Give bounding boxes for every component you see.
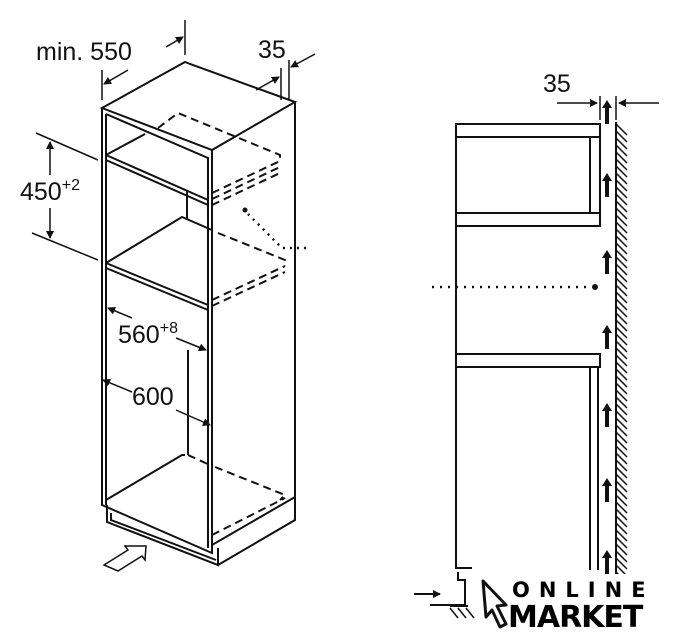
gap-dimension-label: 35 bbox=[258, 36, 286, 64]
niche-height-label: 450+2 bbox=[20, 177, 80, 206]
wall-hatch-line bbox=[615, 473, 628, 486]
wall-hatch-line bbox=[615, 228, 628, 241]
wall-hatch-line bbox=[615, 179, 628, 192]
wall-hatch-line bbox=[615, 144, 628, 157]
wall-hatch-line bbox=[615, 123, 628, 136]
airflow-arrows bbox=[602, 100, 612, 574]
wall-hatch-line bbox=[615, 508, 628, 521]
niche-width-value: 560 bbox=[118, 321, 160, 349]
wall-hatch-line bbox=[615, 501, 628, 514]
cabinet-side-section bbox=[414, 96, 659, 620]
wall-hatch-line bbox=[615, 487, 628, 500]
wall-hatch-line bbox=[615, 494, 628, 507]
niche-height-tolerance: +2 bbox=[62, 177, 80, 194]
logo-line2: MARKET bbox=[508, 600, 644, 635]
wall-hatch-line bbox=[615, 480, 628, 493]
wall-hatch-line bbox=[615, 256, 628, 269]
wall-hatch-line bbox=[615, 151, 628, 164]
wall-hatch-line bbox=[615, 354, 628, 367]
wall-hatch-line bbox=[615, 522, 628, 535]
cursor-icon bbox=[481, 579, 508, 629]
niche-width-label: 560+8 bbox=[118, 320, 178, 349]
airflow-up-arrow-icon bbox=[602, 100, 612, 124]
wall-hatch-line bbox=[615, 200, 628, 213]
airflow-up-arrow-icon bbox=[602, 550, 612, 574]
airflow-up-arrow-icon bbox=[602, 325, 612, 349]
airflow-up-arrow-icon bbox=[602, 250, 612, 274]
wall-hatch-line bbox=[615, 305, 628, 318]
logo-line1: ONLINE bbox=[512, 578, 655, 602]
wall-hatch-line bbox=[615, 298, 628, 311]
wall-hatch-line bbox=[615, 186, 628, 199]
wall-hatch-line bbox=[615, 438, 628, 451]
wall-hatch-line bbox=[615, 158, 628, 171]
depth-dimension-label: min. 550 bbox=[36, 38, 132, 66]
wall-hatch-line bbox=[615, 445, 628, 458]
wall-hatch-line bbox=[615, 389, 628, 402]
wall-hatch-line bbox=[615, 249, 628, 262]
wall-hatch-line bbox=[615, 165, 628, 178]
airflow-up-arrow-icon bbox=[602, 403, 612, 427]
wall-hatch-line bbox=[615, 340, 628, 353]
wall-hatch-line bbox=[615, 284, 628, 297]
wall-hatch-line bbox=[615, 543, 628, 556]
niche-width-tolerance: +8 bbox=[160, 320, 178, 337]
wall-hatch-line bbox=[615, 529, 628, 542]
wall-hatch-line bbox=[615, 214, 628, 227]
wall-hatch-line bbox=[615, 431, 628, 444]
wall-hatch-line bbox=[615, 452, 628, 465]
air-inlet-arrow bbox=[102, 545, 147, 572]
online-market-logo: ONLINE MARKET bbox=[478, 574, 655, 640]
wall-hatch-line bbox=[615, 137, 628, 150]
wall-hatch-line bbox=[615, 270, 628, 283]
wall-hatch-line bbox=[615, 263, 628, 276]
wall-hatch-line bbox=[615, 326, 628, 339]
airflow-up-arrow-icon bbox=[602, 478, 612, 502]
wall-hatch-line bbox=[615, 396, 628, 409]
wall-hatch-line bbox=[615, 207, 628, 220]
wall-hatch-line bbox=[615, 333, 628, 346]
wall-hatch-line bbox=[615, 466, 628, 479]
wall-hatch-line bbox=[615, 536, 628, 549]
wall-hatch-line bbox=[615, 382, 628, 395]
wall-hatch-line bbox=[615, 515, 628, 528]
wall-hatch-line bbox=[615, 368, 628, 381]
wall-hatch-line bbox=[615, 130, 628, 143]
wall-hatch-line bbox=[615, 459, 628, 472]
cabinet-isometric bbox=[31, 20, 316, 572]
side-gap-label: 35 bbox=[543, 70, 571, 98]
wall-hatch-line bbox=[615, 417, 628, 430]
wall-hatch-line bbox=[615, 550, 628, 563]
wall-hatch-line bbox=[615, 242, 628, 255]
wall-hatch-line bbox=[615, 410, 628, 423]
wall-hatch-line bbox=[615, 312, 628, 325]
wall-hatch-line bbox=[615, 347, 628, 360]
wall-hatch-line bbox=[615, 172, 628, 185]
wall-hatch-line bbox=[615, 193, 628, 206]
wall-hatch-line bbox=[615, 403, 628, 416]
wall-hatch-line bbox=[615, 235, 628, 248]
wall-hatch-line bbox=[615, 361, 628, 374]
niche-height-value: 450 bbox=[20, 178, 62, 206]
wall-hatch-line bbox=[615, 221, 628, 234]
wall-hatch-line bbox=[615, 375, 628, 388]
wall-hatch-line bbox=[615, 424, 628, 437]
airflow-up-arrow-icon bbox=[602, 173, 612, 197]
wall-hatch-line bbox=[615, 319, 628, 332]
wall-hatch-line bbox=[615, 291, 628, 304]
wall-hatch-line bbox=[615, 557, 628, 570]
wall-hatch-line bbox=[615, 277, 628, 290]
cabinet-width-label: 600 bbox=[132, 383, 174, 411]
